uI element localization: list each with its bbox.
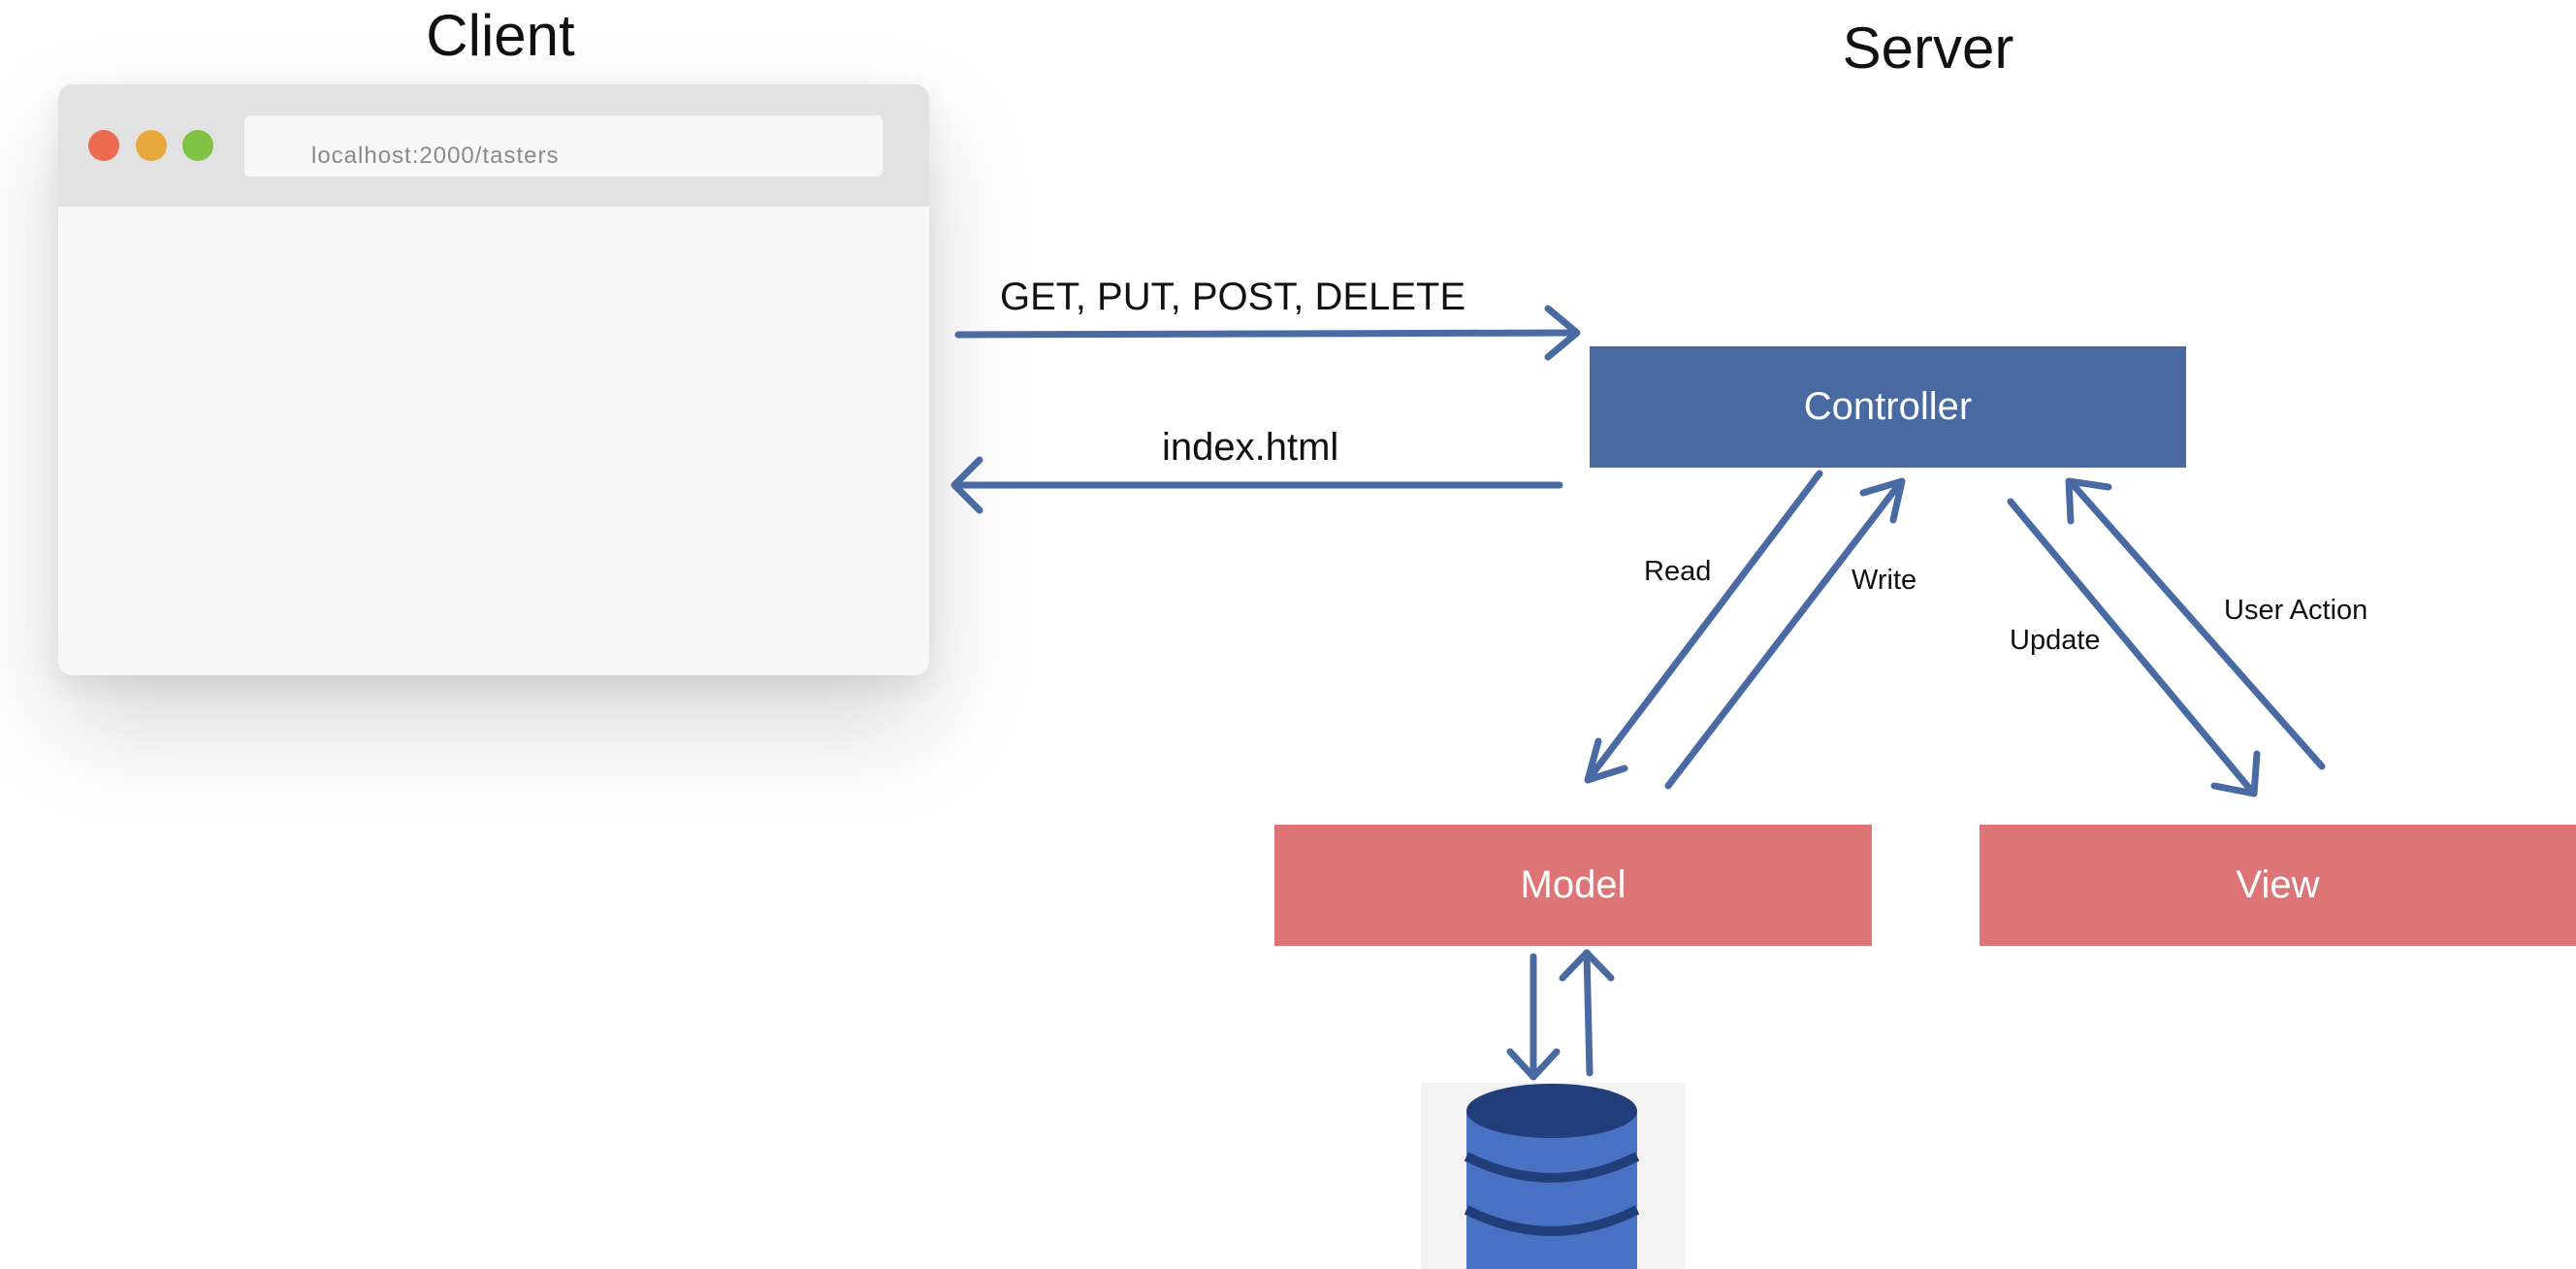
write-label: Write [1852, 565, 1917, 596]
model-box: Model [1274, 825, 1872, 946]
minimize-window-icon[interactable] [136, 130, 167, 161]
read-arrow [1584, 470, 1823, 784]
controller-box: Controller [1590, 346, 2186, 468]
read-label: Read [1644, 556, 1712, 587]
address-bar[interactable] [244, 115, 883, 177]
response-label: index.html [1162, 426, 1339, 469]
controller-label: Controller [1803, 385, 1973, 428]
user-action-label: User Action [2224, 595, 2368, 626]
response-arrow [950, 456, 1563, 514]
request-methods-label: GET, PUT, POST, DELETE [1000, 276, 1466, 318]
browser-title-bar [58, 84, 929, 207]
address-bar-url: localhost:2000/tasters [311, 143, 560, 169]
user-action-arrow [2065, 477, 2326, 770]
request-arrow [954, 305, 1581, 361]
server-heading: Server [1842, 16, 2014, 81]
model-to-database-arrow [1506, 953, 1561, 1081]
database-icon [1421, 1083, 1686, 1269]
zoom-window-icon[interactable] [182, 130, 213, 161]
model-label: Model [1520, 863, 1626, 906]
database-to-model-arrow [1559, 949, 1615, 1077]
view-label: View [2236, 863, 2320, 906]
client-heading: Client [426, 3, 575, 68]
close-window-icon[interactable] [88, 130, 119, 161]
client-browser-window [58, 84, 929, 675]
update-label: Update [2010, 625, 2101, 656]
write-arrow [1664, 477, 1906, 790]
update-arrow [2007, 498, 2261, 797]
view-box: View [1980, 825, 2576, 946]
